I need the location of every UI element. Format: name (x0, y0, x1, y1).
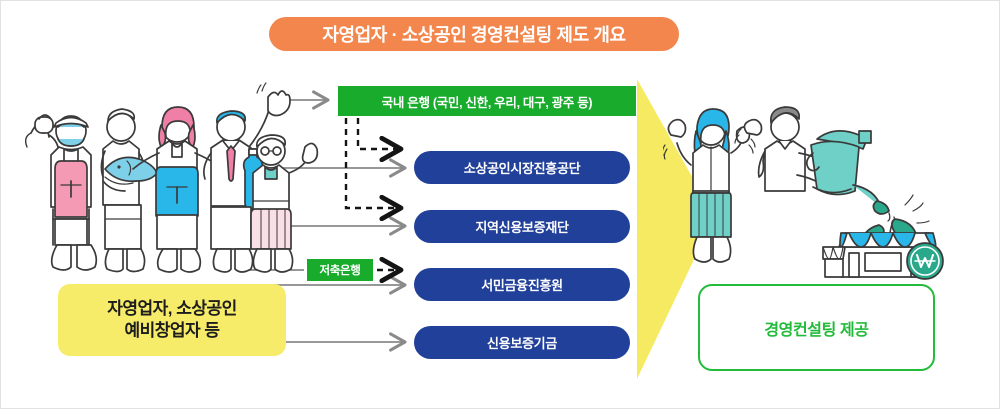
outcome-label: 경영컨설팅 제공 (764, 321, 869, 339)
applicant-line-1: 자영업자, 소상공인 (107, 298, 237, 318)
dashed-bank-to-org-1 (356, 118, 404, 163)
left-illustration-group (24, 82, 319, 273)
flow-wedge (637, 79, 699, 379)
channel-bank-box: 국내 은행 (국민, 신한, 우리, 대구, 광주 등) (338, 86, 636, 116)
org-box-3: 서민금융진흥원 (414, 268, 630, 301)
page-title: 자영업자 · 소상공인 경영컨설팅 제도 개요 (269, 17, 679, 51)
outcome-box: 경영컨설팅 제공 (698, 284, 935, 371)
applicant-group-box: 자영업자, 소상공인 예비창업자 등 (58, 284, 286, 356)
channel-savings-bank-box: 저축은행 (307, 259, 373, 281)
org-box-2: 지역신용보증재단 (414, 210, 630, 243)
right-illustration-group (663, 106, 944, 280)
dashed-bank-to-org-2 (344, 118, 404, 222)
applicant-line-2: 예비창업자 등 (124, 321, 220, 340)
org-box-1: 소상공인시장진흥공단 (414, 151, 630, 184)
org-box-4: 신용보증기금 (414, 326, 630, 359)
